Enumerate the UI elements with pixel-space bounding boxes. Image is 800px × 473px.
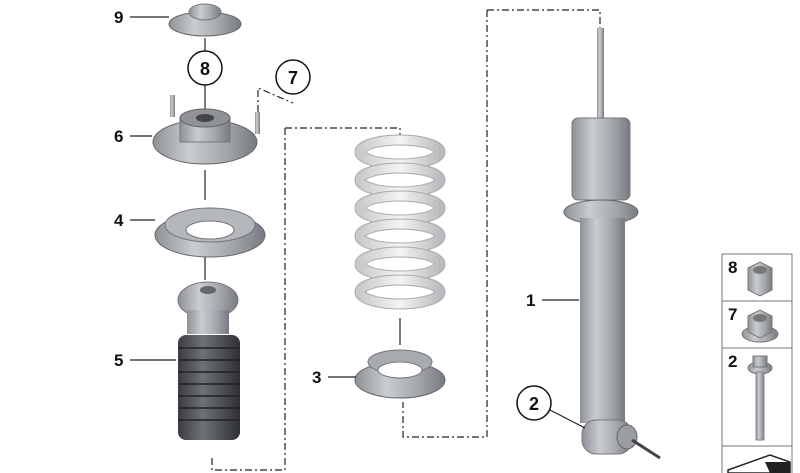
svg-text:8: 8 (728, 258, 737, 277)
assembly-lines (204, 9, 601, 471)
svg-text:7: 7 (288, 68, 298, 88)
svg-text:5: 5 (114, 351, 123, 370)
svg-text:8: 8 (200, 59, 210, 79)
svg-text:1: 1 (526, 291, 535, 310)
callout-2: 2 (516, 385, 586, 429)
svg-text:3: 3 (312, 368, 321, 387)
part-1-shock-absorber[interactable] (563, 28, 661, 460)
part-3-spring-seat[interactable] (354, 349, 446, 399)
part-5-bump-stop-boot[interactable] (177, 281, 240, 440)
hardware-legend: 8 7 2 (721, 253, 793, 473)
callout-5: 5 (114, 351, 176, 370)
callout-1: 1 (526, 291, 579, 310)
callout-3: 3 (312, 368, 356, 387)
part-9-top-cap[interactable] (168, 3, 242, 37)
callout-7: 7 (275, 59, 311, 95)
part-4-ring[interactable] (154, 207, 266, 258)
legend-item-hex-nut[interactable]: 8 (728, 258, 773, 297)
legend-item-flange-nut[interactable]: 7 (728, 305, 779, 343)
part-6-strut-mount[interactable] (152, 95, 260, 165)
legend-item-hex-bolt[interactable]: 2 (728, 352, 773, 441)
svg-text:2: 2 (529, 394, 539, 414)
svg-text:4: 4 (114, 211, 124, 230)
callout-6: 6 (114, 127, 152, 146)
callout-8: 8 (187, 50, 223, 86)
svg-text:6: 6 (114, 127, 123, 146)
callout-4: 4 (114, 211, 155, 230)
coil-spring[interactable] (354, 134, 446, 310)
callout-9: 9 (114, 8, 169, 27)
svg-text:2: 2 (728, 352, 737, 371)
svg-text:7: 7 (728, 305, 737, 324)
svg-text:9: 9 (114, 8, 123, 27)
